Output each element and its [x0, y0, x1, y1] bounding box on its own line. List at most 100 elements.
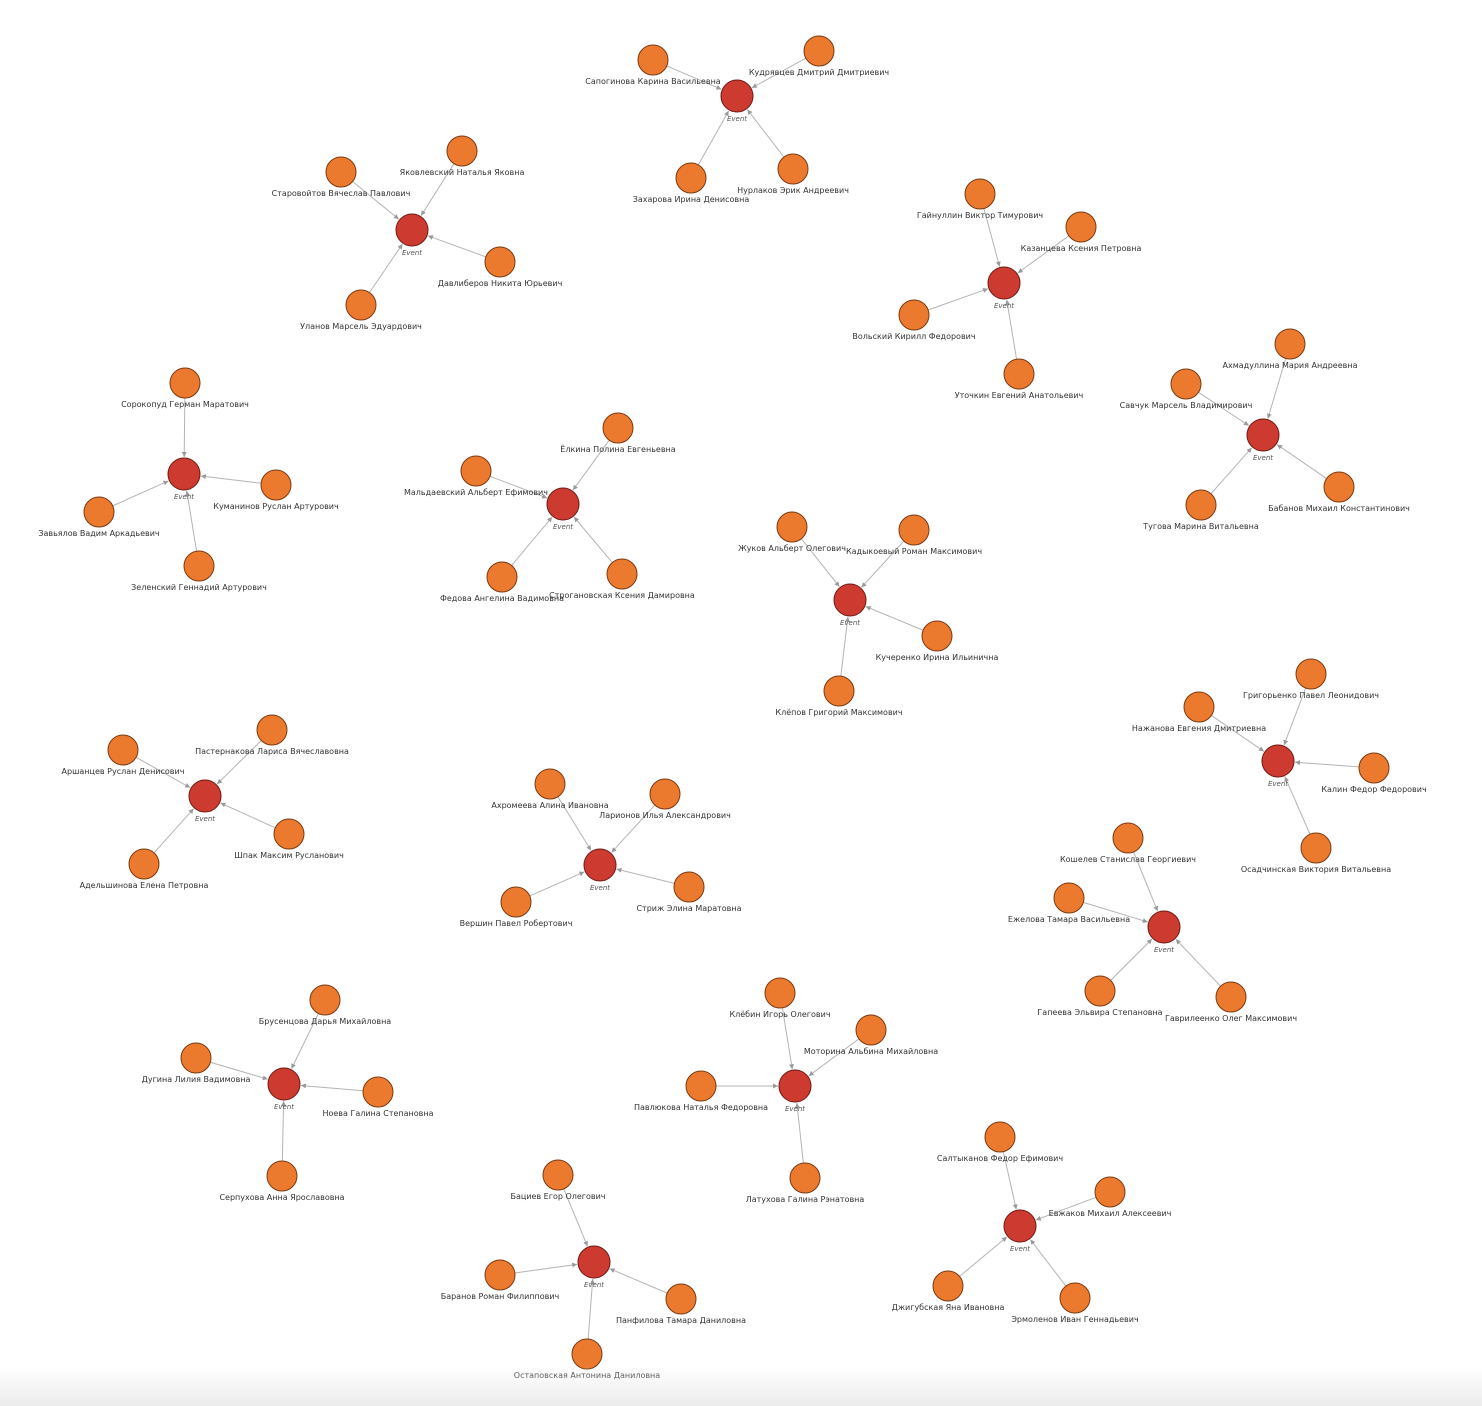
person-node[interactable]	[260, 469, 292, 501]
person-node[interactable]	[446, 135, 478, 167]
person-node[interactable]	[1112, 822, 1144, 854]
person-node[interactable]	[484, 246, 516, 278]
person-node[interactable]	[460, 455, 492, 487]
person-node[interactable]	[1065, 211, 1097, 243]
person-label: Шпак Максим Русланович	[234, 851, 344, 860]
person-node[interactable]	[685, 1070, 717, 1102]
person-node[interactable]	[673, 871, 705, 903]
person-node[interactable]	[675, 162, 707, 194]
person-label: Стриж Элина Маратовна	[636, 904, 741, 913]
person-node[interactable]	[665, 1283, 697, 1315]
event-hub-node[interactable]	[546, 487, 580, 521]
person-node[interactable]	[345, 289, 377, 321]
person-node[interactable]	[169, 367, 201, 399]
person-label: Павлюкова Наталья Федоровна	[634, 1103, 768, 1112]
person-node[interactable]	[128, 848, 160, 880]
person-node[interactable]	[602, 412, 634, 444]
person-node[interactable]	[823, 675, 855, 707]
person-node[interactable]	[256, 714, 288, 746]
event-hub-node[interactable]	[188, 779, 222, 813]
person-label: Давлиберов Никита Юрьевич	[438, 279, 563, 288]
person-node[interactable]	[180, 1042, 212, 1074]
person-label: Панфилова Тамара Даниловна	[616, 1316, 746, 1325]
event-hub-label: Event	[402, 249, 422, 257]
event-hub-node[interactable]	[267, 1067, 301, 1101]
person-label: Федова Ангелина Вадимовна	[440, 594, 564, 603]
person-node[interactable]	[534, 768, 566, 800]
person-label: Гапеева Эльвира Степановна	[1037, 1008, 1162, 1017]
edge	[216, 740, 262, 785]
person-node[interactable]	[1215, 981, 1247, 1013]
person-node[interactable]	[183, 550, 215, 582]
person-node[interactable]	[637, 44, 669, 76]
person-node[interactable]	[1185, 489, 1217, 521]
person-label: Латухова Галина Рэнатовна	[746, 1195, 865, 1204]
person-node[interactable]	[1084, 975, 1116, 1007]
person-node[interactable]	[964, 178, 996, 210]
edge	[781, 1007, 794, 1070]
event-hub-node[interactable]	[1246, 418, 1280, 452]
person-node[interactable]	[1323, 471, 1355, 503]
person-node[interactable]	[1300, 832, 1332, 864]
person-node[interactable]	[855, 1014, 887, 1046]
person-node[interactable]	[309, 984, 341, 1016]
edge	[840, 616, 850, 677]
person-node[interactable]	[606, 558, 638, 590]
person-node[interactable]	[1003, 358, 1035, 390]
edge	[666, 65, 722, 90]
person-node[interactable]	[1053, 882, 1085, 914]
person-node[interactable]	[649, 778, 681, 810]
person-node[interactable]	[1059, 1282, 1091, 1314]
person-node[interactable]	[1358, 752, 1390, 784]
person-node[interactable]	[362, 1076, 394, 1108]
person-node[interactable]	[571, 1338, 603, 1370]
person-node[interactable]	[776, 511, 808, 543]
person-node[interactable]	[83, 496, 115, 528]
event-hub-node[interactable]	[395, 213, 429, 247]
person-label: Кошелев Станислав Георгиевич	[1060, 855, 1196, 864]
person-node[interactable]	[1274, 328, 1306, 360]
person-node[interactable]	[266, 1160, 298, 1192]
event-hub-node[interactable]	[1261, 744, 1295, 778]
person-label: Дугина Лилия Вадимовна	[142, 1075, 251, 1084]
person-node[interactable]	[777, 153, 809, 185]
person-label: Кудрявцев Дмитрий Дмитриевич	[749, 68, 889, 77]
person-node[interactable]	[898, 514, 930, 546]
person-node[interactable]	[325, 156, 357, 188]
person-node[interactable]	[107, 734, 139, 766]
event-hub-node[interactable]	[987, 266, 1021, 300]
person-node[interactable]	[1183, 691, 1215, 723]
person-node[interactable]	[486, 561, 518, 593]
person-node[interactable]	[542, 1159, 574, 1191]
person-label: Мальдаевский Альберт Ефимович	[404, 488, 548, 497]
person-label: Адельшинова Елена Петровна	[80, 881, 209, 890]
person-node[interactable]	[921, 620, 953, 652]
event-hub-node[interactable]	[833, 583, 867, 617]
person-label: Захарова Ирина Денисовна	[633, 195, 750, 204]
person-label: Ахромеева Алина Ивановна	[491, 801, 608, 810]
person-node[interactable]	[764, 977, 796, 1009]
person-node[interactable]	[1170, 368, 1202, 400]
person-node[interactable]	[932, 1270, 964, 1302]
person-node[interactable]	[984, 1121, 1016, 1153]
event-hub-node[interactable]	[577, 1245, 611, 1279]
event-hub-node[interactable]	[720, 79, 754, 113]
event-hub-node[interactable]	[1147, 910, 1181, 944]
person-node[interactable]	[1295, 658, 1327, 690]
person-node[interactable]	[803, 35, 835, 67]
event-hub-node[interactable]	[1003, 1209, 1037, 1243]
person-label: Моторина Альбина Михайловна	[804, 1047, 938, 1056]
person-label: Жуков Альберт Олегович	[738, 544, 846, 553]
event-hub-node[interactable]	[167, 457, 201, 491]
event-hub-node[interactable]	[778, 1069, 812, 1103]
edge	[983, 208, 1001, 267]
person-node[interactable]	[273, 818, 305, 850]
person-node[interactable]	[500, 886, 532, 918]
person-label: Старовойтов Вячеслав Павлович	[272, 189, 411, 198]
person-label: Брусенцова Дарья Михайловна	[259, 1017, 392, 1026]
person-node[interactable]	[1094, 1176, 1126, 1208]
person-node[interactable]	[484, 1259, 516, 1291]
person-node[interactable]	[898, 299, 930, 331]
person-node[interactable]	[789, 1162, 821, 1194]
event-hub-node[interactable]	[583, 848, 617, 882]
